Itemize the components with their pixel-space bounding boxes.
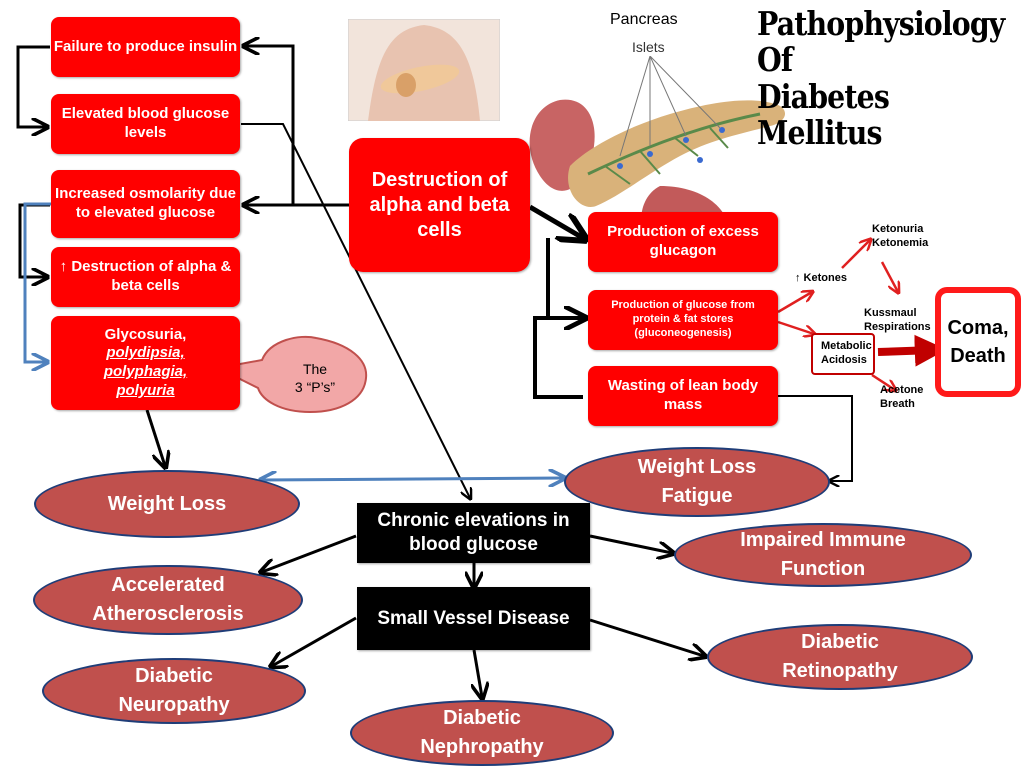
polydipsia-text: polydipsia, — [106, 344, 185, 362]
arrow-wasting-to-fatigue — [778, 395, 853, 481]
oval-fatigue-line-1: Weight Loss — [637, 456, 757, 478]
oval-impaired-immune-text: Impaired Immune Function — [740, 529, 906, 580]
box-small-vessel-text: Small Vessel Disease — [377, 607, 570, 629]
arrow-red-ketones-to-ketonuria — [841, 240, 870, 269]
title-line-3: Diabetes — [757, 76, 890, 116]
box-small-vessel: Small Vessel Disease — [357, 587, 590, 650]
polyphagia-text: polyphagia, — [103, 363, 188, 380]
metabolic-acidosis-text: Metabolic Acidosis — [821, 340, 872, 367]
box-failure-insulin: Failure to produce insulin — [51, 17, 240, 77]
box-destruction-center: Destruction of alpha and beta cells — [349, 138, 530, 272]
pancreas-label: Pancreas — [610, 11, 678, 28]
arrow-smallvessel-to-nephropathy — [474, 649, 482, 697]
arrow-red-gluco-to-acidosis — [777, 320, 814, 334]
box-chronic-elevations: Chronic elevations in blood glucose — [357, 503, 590, 563]
box-chronic-elevations-text: Chronic elevations in blood glucose — [377, 510, 570, 555]
box-destruction-small-text: ↑ Destruction of alpha & beta cells — [59, 258, 232, 294]
oval-weight-loss: Weight Loss — [34, 470, 300, 538]
oval-retinopathy-text: Diabetic Retinopathy — [782, 631, 898, 682]
title-line-2: Of — [757, 40, 793, 80]
oval-nephropathy: Diabetic Nephropathy — [350, 700, 614, 766]
coma-death-text: Coma, Death — [947, 317, 1009, 367]
oval-impaired-immune: Impaired Immune Function — [674, 523, 972, 587]
arrow-darkred-acidosis-to-coma — [877, 334, 947, 367]
oval-nephropathy-text: Diabetic Nephropathy — [420, 707, 544, 758]
arrow-red-acidosis-to-acetone — [871, 373, 895, 390]
islets-label: Islets — [632, 39, 665, 55]
arrow-center-to-glucagon — [528, 204, 583, 238]
arrow-red-ketonuria-to-kussmaul — [880, 261, 898, 292]
box-wasting-text: Wasting of lean body mass — [607, 377, 759, 413]
title-line-1: Pathophysiology — [757, 4, 1005, 43]
arrow-loop-failure-to-elevated — [16, 45, 50, 127]
abdomen-illustration — [348, 19, 500, 121]
acetone-text-2: Breath — [880, 398, 915, 411]
oval-atherosclerosis-text: Accelerated Atherosclerosis — [92, 574, 244, 625]
arrow-chronic-to-atherosclerosis — [262, 534, 357, 572]
arrow-blue-osmolarity-to-glycosuria — [23, 202, 52, 362]
metabolic-acidosis-box: Metabolic Acidosis — [811, 333, 875, 375]
coma-death-box: Coma, Death — [935, 287, 1021, 397]
callout-line-1: The — [302, 361, 328, 377]
arrow-chronic-to-immune — [589, 534, 672, 553]
box-elevated-glucose-text: Elevated blood glucose levels — [61, 105, 230, 141]
kussmaul-text-2: Respirations — [864, 321, 931, 334]
ketonuria-text: Ketonuria — [872, 223, 924, 235]
arrow-bracket-right — [533, 238, 583, 399]
oval-weight-loss-text: Weight Loss — [107, 492, 227, 515]
arrow-blue-weightloss-double — [262, 478, 563, 480]
box-destruction-small: ↑ Destruction of alpha & beta cells — [51, 247, 240, 307]
ketones-label: ↑ Ketones — [795, 272, 847, 284]
arrow-smallvessel-to-neuropathy — [272, 616, 357, 666]
kussmaul-label: Kussmaul Respirations — [864, 306, 931, 335]
box-glucagon-text: Production of excess glucagon — [607, 223, 759, 259]
box-failure-insulin-text: Failure to produce insulin — [53, 37, 238, 55]
acetone-text-1: Acetone — [880, 384, 924, 396]
kussmaul-text-1: Kussmaul — [864, 307, 917, 319]
glycosuria-text: Glycosuria, — [104, 325, 187, 343]
box-glycosuria: Glycosuria, polydipsia, polyphagia, poly… — [51, 316, 240, 410]
arrow-smallvessel-to-retinopathy — [589, 618, 704, 656]
box-gluconeogenesis: Production of glucose from protein & fat… — [588, 290, 778, 350]
box-osmolarity: Increased osmolarity due to elevated glu… — [51, 170, 240, 238]
box-osmolarity-text: Increased osmolarity due to elevated glu… — [55, 185, 236, 221]
oval-fatigue-line-2: Fatigue — [661, 485, 733, 507]
oval-atherosclerosis: Accelerated Atherosclerosis — [33, 565, 303, 635]
arrow-red-gluco-to-ketones — [777, 292, 812, 314]
oval-neuropathy: Diabetic Neuropathy — [42, 658, 306, 724]
arrow-center-to-failure — [245, 46, 350, 207]
oval-retinopathy: Diabetic Retinopathy — [707, 624, 973, 690]
box-destruction-center-text: Destruction of alpha and beta cells — [369, 168, 510, 241]
box-wasting: Wasting of lean body mass — [588, 366, 778, 426]
oval-neuropathy-text: Diabetic Neuropathy — [118, 665, 230, 716]
callout-text: The 3 “P’s” — [268, 360, 362, 396]
arrow-elevated-to-chronic — [241, 123, 470, 498]
arrow-glycosuria-to-weightloss — [145, 409, 165, 466]
ketonuria-label: Ketonuria Ketonemia — [872, 222, 928, 251]
callout-line-2: 3 “P’s” — [294, 379, 336, 396]
box-elevated-glucose: Elevated blood glucose levels — [51, 94, 240, 154]
title-line-4: Mellitus — [757, 112, 883, 152]
callout-bubble — [214, 335, 368, 414]
ketonemia-text: Ketonemia — [872, 237, 929, 250]
box-gluconeogenesis-text: Production of glucose from protein & fat… — [611, 299, 755, 339]
acetone-label: Acetone Breath — [880, 383, 923, 412]
box-glucagon: Production of excess glucagon — [588, 212, 778, 272]
oval-weight-loss-fatigue: Weight Loss Fatigue — [564, 447, 830, 517]
polyuria-text: polyuria — [116, 381, 175, 399]
diagram-title: Pathophysiology Of Diabetes Mellitus — [757, 4, 1005, 152]
